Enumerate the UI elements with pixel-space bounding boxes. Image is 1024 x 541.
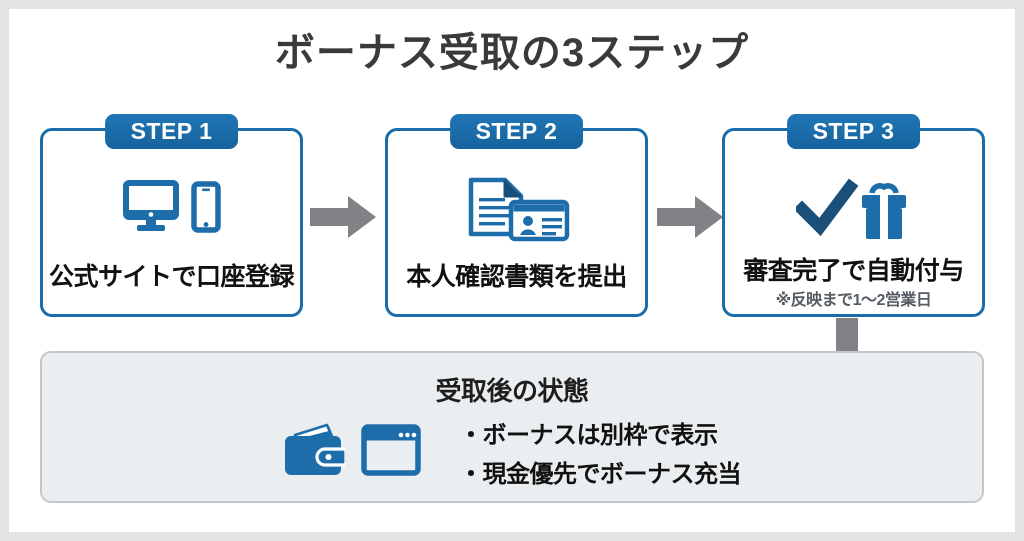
step-label-3: 審査完了で自動付与 <box>743 257 964 285</box>
result-bullet-1: ・ボーナスは別枠で表示 <box>459 422 718 449</box>
step-badge-2: STEP 2 <box>449 114 584 150</box>
arrow-right-step2-step3 <box>657 194 723 240</box>
result-panel-body: ・ボーナスは別枠で表示 ・現金優先でボーナス充当 <box>42 415 982 489</box>
wallet-icon <box>283 423 348 482</box>
step-card-2: STEP 2 <box>385 114 648 317</box>
step-badge-1: STEP 1 <box>104 114 239 150</box>
step-label-1: 公式サイトで口座登録 <box>48 263 295 291</box>
check-icon <box>795 178 858 237</box>
arrow-right-step1-step2 <box>310 194 376 240</box>
step-badge-3: STEP 3 <box>786 114 921 150</box>
result-bullet-2: ・現金優先でボーナス充当 <box>459 461 742 488</box>
step-label-2: 本人確認書類を提出 <box>406 263 627 291</box>
gift-icon <box>861 183 906 239</box>
step-card-3: STEP 3 審査完了で自動付与 ※反映まで1〜2 <box>722 114 985 317</box>
monitor-icon <box>122 179 185 240</box>
page-title: ボーナス受取の3ステップ <box>274 31 750 75</box>
result-icon-group <box>283 423 421 482</box>
result-bullet-list: ・ボーナスは別枠で表示 ・現金優先でボーナス充当 <box>459 415 742 489</box>
id-card-icon <box>508 199 569 242</box>
result-panel-heading: 受取後の状態 <box>435 376 589 406</box>
step-icon-group-1 <box>43 173 300 245</box>
infographic-inner-frame: ボーナス受取の3ステップ STEP 1 <box>9 9 1015 532</box>
step-icon-group-3 <box>725 173 982 245</box>
smartphone-icon <box>190 180 221 238</box>
step-icon-group-2 <box>388 173 645 245</box>
result-panel: 受取後の状態 <box>40 351 984 503</box>
step-note-3: ※反映まで1〜2営業日 <box>775 292 932 309</box>
step-card-1: STEP 1 <box>40 114 303 317</box>
browser-window-icon <box>361 423 421 481</box>
